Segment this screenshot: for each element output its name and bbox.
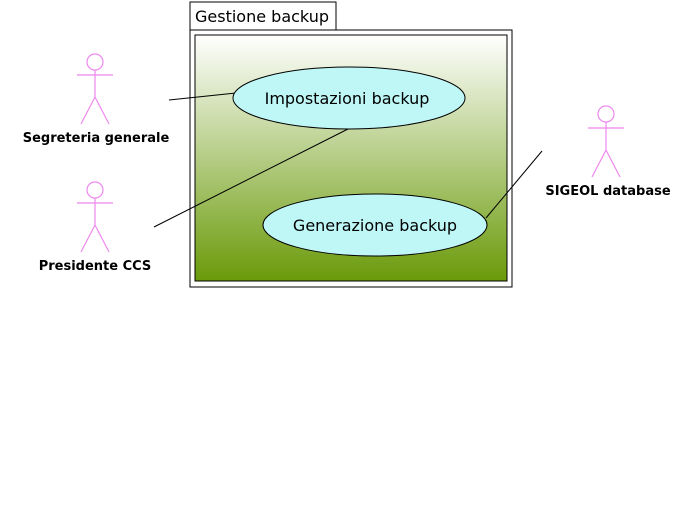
use-case-label: Impostazioni backup	[265, 89, 430, 108]
actor-figure-icon	[77, 181, 113, 253]
association-segreteria-impostazioni	[168, 92, 237, 101]
actor-label: SIGEOL database	[545, 184, 670, 199]
actor-segreteria-generale[interactable]: Segreteria generale	[23, 53, 170, 146]
package-tab: Gestione backup	[189, 1, 337, 31]
actor-sigeol-database[interactable]: SIGEOL database	[545, 105, 671, 199]
actor-figure-icon	[588, 105, 624, 178]
package-title: Gestione backup	[195, 7, 329, 26]
actor-label: Segreteria generale	[23, 131, 170, 146]
associations	[153, 92, 543, 228]
actor-label: Presidente CCS	[39, 259, 152, 274]
actor-figure-icon	[77, 53, 113, 125]
use-case-impostazioni-backup[interactable]: Impostazioni backup	[232, 66, 466, 130]
association-presidente-impostazioni	[153, 127, 351, 228]
use-case-label: Generazione backup	[293, 216, 457, 235]
use-case-generazione-backup[interactable]: Generazione backup	[262, 193, 488, 257]
actor-presidente-ccs[interactable]: Presidente CCS	[39, 181, 152, 274]
association-generazione-database	[485, 150, 543, 219]
